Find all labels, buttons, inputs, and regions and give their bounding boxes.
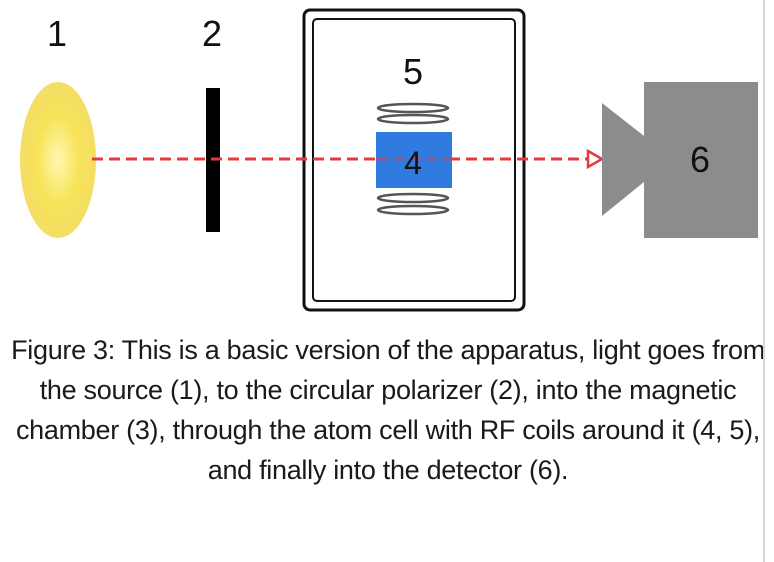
detector-lens [602,103,644,216]
rf-coil-ring [376,113,450,125]
rf-coil-ring [376,204,450,216]
detector-body [644,82,758,238]
caption-line: chamber (3), through the atom cell with … [15,415,761,445]
caption-line: Figure 3: This is a basic version of the… [11,335,765,365]
caption-line: and finally into the detector (6). [207,455,569,485]
detector [602,82,758,238]
label-detector: 6 [690,139,710,180]
page-edge-rule [763,0,765,562]
label-coils: 5 [403,51,423,92]
figure-caption: Figure 3: This is a basic version of the… [8,330,768,490]
rf-coil-ring [376,102,450,114]
label-source: 1 [47,13,67,54]
rf-coil-ring [376,192,450,204]
apparatus-diagram: 1 2 5 4 6 [20,8,758,312]
caption-line: the source (1), to the circular polarize… [39,375,737,405]
label-cell: 4 [404,145,422,181]
beam-arrowhead [586,148,605,170]
rf-coils [376,102,450,216]
label-polarizer: 2 [202,13,222,54]
light-source [20,82,96,238]
